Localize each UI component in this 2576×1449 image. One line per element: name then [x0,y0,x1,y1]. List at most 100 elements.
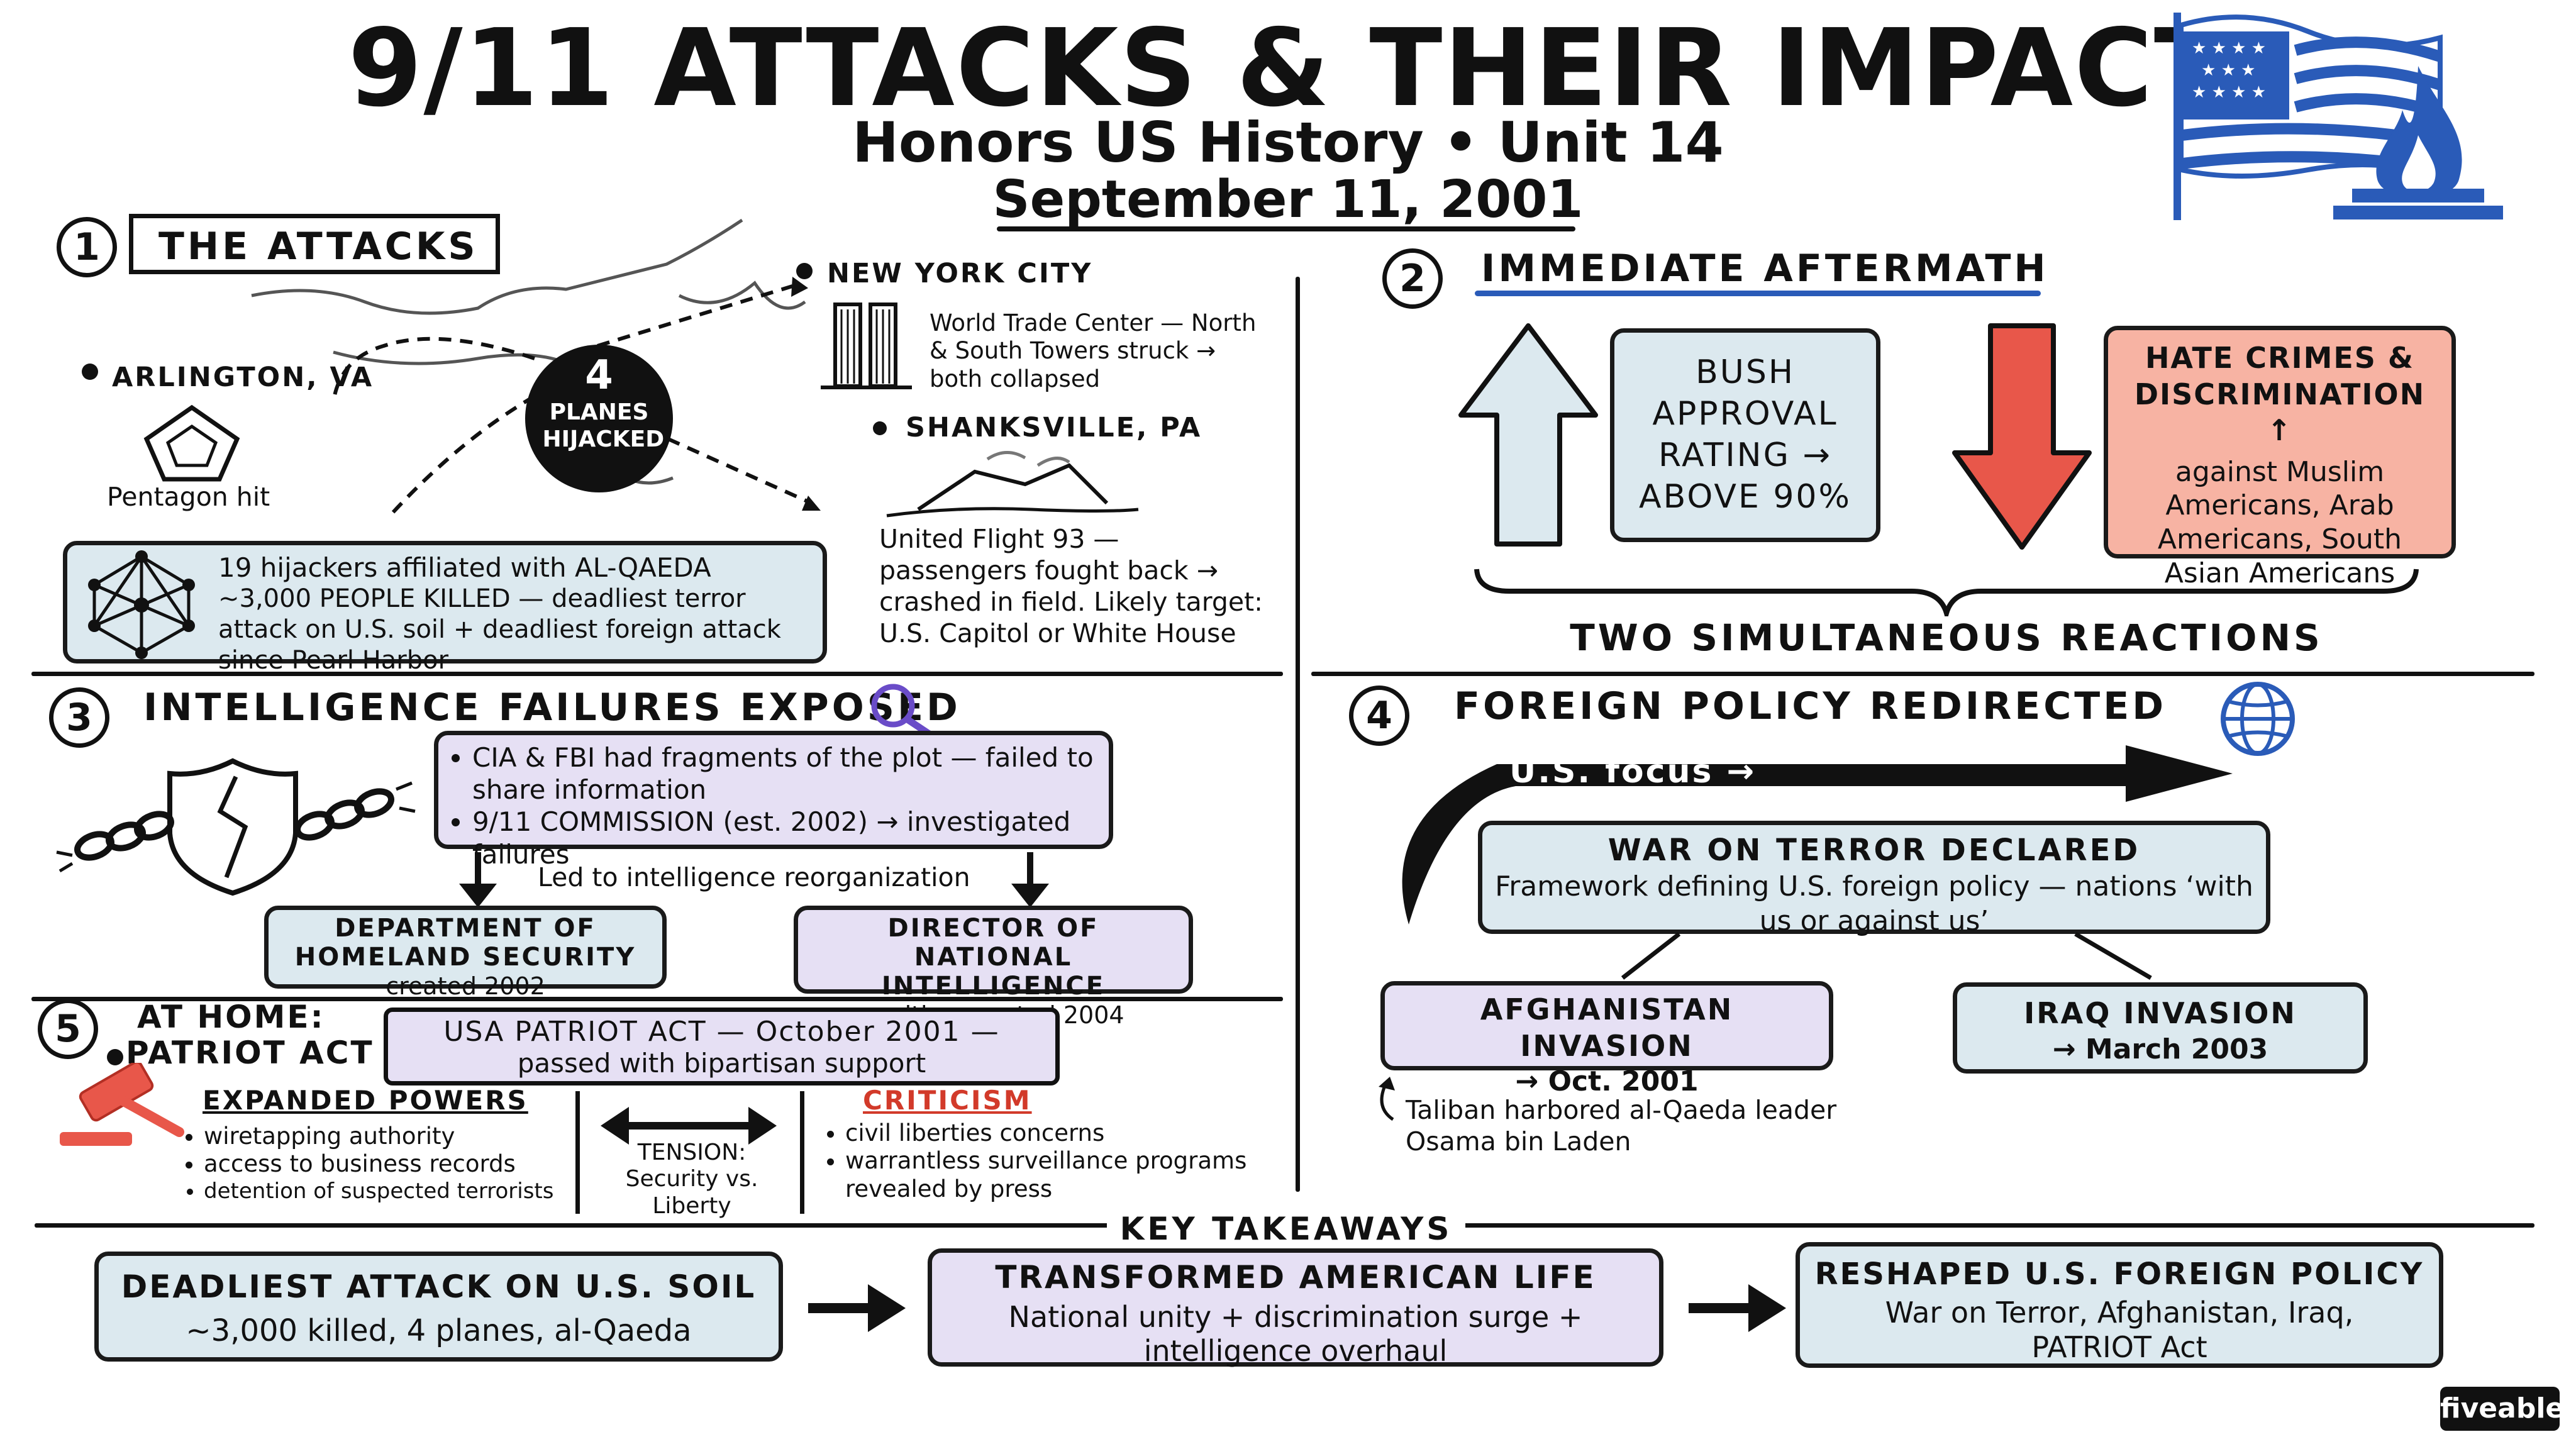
fiveable-logo: fiveable [2440,1387,2564,1431]
arlington-label: ARLINGTON, VA [112,362,374,393]
afghanistan-date: → Oct. 2001 [1515,1065,1699,1097]
criticism-title: CRITICISM [863,1085,1032,1116]
hub-label: PLANES HIJACKED [542,399,665,453]
svg-text:★ ★ ★ ★: ★ ★ ★ ★ [2192,39,2266,58]
nyc-label: NEW YORK CITY [827,258,1093,289]
takeaway-box-2: TRANSFORMED AMERICAN LIFE National unity… [928,1248,1663,1368]
takeaway-3-title: RESHAPED U.S. FOREIGN POLICY [1814,1257,2424,1292]
section-2-title: IMMEDIATE AFTERMATH [1481,247,2049,291]
takeaway-arrow-2 [1689,1284,1786,1332]
power-item: access to business records [204,1150,606,1178]
intel-bullet-1: CIA & FBI had fragments of the plot — fa… [472,741,1096,806]
section-4-number: 4 [1349,686,1409,746]
dhs-box: DEPARTMENT OF HOMELAND SECURITY created … [264,906,667,1000]
section-4-title: FOREIGN POLICY REDIRECTED [1454,684,2167,728]
up-arrow-icon [1458,323,1598,547]
nyc-note: World Trade Center — North & South Tower… [930,309,1257,392]
patriot-act-scroll: USA PATRIOT ACT — October 2001 — passed … [384,1008,1060,1085]
shanksville-note: United Flight 93 — passengers fought bac… [879,524,1263,649]
expanded-powers-title: EXPANDED POWERS [203,1085,528,1116]
section-3-title: INTELLIGENCE FAILURES EXPOSED [143,686,961,730]
page-date: September 11, 2001 [992,170,1584,230]
section-2-number: 2 [1382,248,1443,309]
eternal-flame-icon [2333,66,2503,219]
reactions-brace [1474,569,2419,616]
twin-towers-icon [821,303,912,389]
summary-line-2: ~3,000 PEOPLE KILLED — deadliest terror … [218,584,781,675]
globe-icon [2221,682,2295,756]
reorg-label: Led to intelligence reorganization [538,862,970,892]
arlington-dot [82,364,98,380]
planes-hijacked-hub: 4 PLANES HIJACKED [525,345,673,492]
tension-double-arrow [601,1107,777,1145]
page-subtitle: Honors US History • Unit 14 [852,110,1724,175]
power-item: wiretapping authority [204,1123,606,1150]
intel-bullet-2: 9/11 COMMISSION (est. 2002) → investigat… [472,806,1096,870]
bush-approval-box: BUSH APPROVAL RATING → ABOVE 90% [1610,328,1880,542]
tension-label: TENSION: Security vs. Liberty [625,1140,758,1219]
shanksville-dot [873,421,887,435]
iraq-title: IRAQ INVASION [2024,996,2297,1030]
dhs-title: DEPARTMENT OF HOMELAND SECURITY [294,914,636,972]
section-1-title-box: THE ATTACKS [129,214,500,274]
home-divider-right [800,1091,804,1214]
section-3-number: 3 [49,687,109,748]
section-1-number: 1 [57,217,117,277]
takeaway-box-3: RESHAPED U.S. FOREIGN POLICY War on Terr… [1796,1242,2443,1368]
criticism-item: civil liberties concerns [845,1119,1298,1147]
expanded-powers-list: wiretapping authority access to business… [182,1123,606,1204]
intel-failures-box: CIA & FBI had fragments of the plot — fa… [434,731,1113,870]
taliban-note: Taliban harbored al-Qaeda leader Osama b… [1406,1095,1837,1157]
horizontal-divider-left-1 [31,672,1283,676]
hub-number: 4 [585,352,613,399]
patriot-scroll-line-2: passed with bipartisan support [517,1048,926,1079]
section-1-title: THE ATTACKS [158,225,479,269]
takeaway-1-title: DEADLIEST ATTACK ON U.S. SOIL [121,1269,757,1305]
war-on-terror-body: Framework defining U.S. foreign policy —… [1495,870,2253,937]
war-on-terror-box: WAR ON TERROR DECLARED Framework definin… [1478,821,2270,937]
pentagon-icon [143,404,240,482]
arlington-note: Pentagon hit [107,482,270,512]
afghanistan-title: AFGHANISTAN INVASION [1480,992,1734,1063]
reorg-arrows [459,852,1049,908]
takeaway-arrow-1 [808,1284,906,1332]
horizontal-divider-left-2 [31,997,1283,1001]
summary-line-1: 19 hijackers affiliated with AL-QAEDA [218,552,711,583]
section-2-underline [1475,291,2041,296]
takeaway-2-title: TRANSFORMED AMERICAN LIFE [995,1259,1596,1296]
takeaway-1-body: ~3,000 killed, 4 planes, al-Qaeda [186,1313,692,1348]
iraq-box: IRAQ INVASION → March 2003 [1953,982,2368,1074]
section-5-number: 5 [38,999,98,1059]
home-divider-left [575,1091,580,1214]
key-takeaways-title: KEY TAKEAWAYS [1107,1211,1465,1247]
section-5-title-1: AT HOME: [137,999,325,1035]
hate-crimes-box: HATE CRIMES & DISCRIMINATION ↑ against M… [2104,326,2456,589]
network-icon [88,550,195,659]
horizontal-divider-right [1311,672,2534,676]
afghanistan-box: AFGHANISTAN INVASION → Oct. 2001 [1380,981,1833,1097]
iraq-date: → March 2003 [2052,1033,2268,1065]
counterterrorism-arrow [1402,745,2233,924]
svg-text:★ ★ ★: ★ ★ ★ [2201,61,2255,80]
takeaway-box-1: DEADLIEST ATTACK ON U.S. SOIL ~3,000 kil… [94,1252,783,1362]
broken-chain-shield-icon [56,758,416,896]
dni-title: DIRECTOR OF NATIONAL INTELLIGENCE [881,914,1106,1001]
dhs-sub: created 2002 [386,972,545,1000]
page-title: 9/11 ATTACKS & THEIR IMPACT [348,6,2228,131]
crash-site-icon [886,451,1139,518]
hate-crimes-title: HATE CRIMES & DISCRIMINATION ↑ [2134,341,2426,447]
dni-box: DIRECTOR OF NATIONAL INTELLIGENCE positi… [794,906,1193,1029]
shanksville-label: SHANKSVILLE, PA [906,412,1202,443]
counterterrorism-label: U.S. focus → COUNTERTERRORISM [1509,753,1930,828]
patriot-scroll-line-1: USA PATRIOT ACT — October 2001 — [443,1016,1000,1048]
section-5-title-2: PATRIOT ACT [126,1035,374,1071]
taliban-pointer-arrow [1379,1077,1395,1121]
war-on-terror-title: WAR ON TERROR DECLARED [1607,833,2141,868]
criticism-list: civil liberties concerns warrantless sur… [824,1119,1298,1203]
date-underline [997,226,1575,231]
vertical-divider [1296,277,1300,1192]
power-item: detention of suspected terrorists [204,1179,606,1204]
svg-text:★ ★ ★ ★: ★ ★ ★ ★ [2192,83,2266,102]
gavel-icon [60,1063,184,1146]
criticism-item: warrantless surveillance programs reveal… [845,1147,1298,1203]
